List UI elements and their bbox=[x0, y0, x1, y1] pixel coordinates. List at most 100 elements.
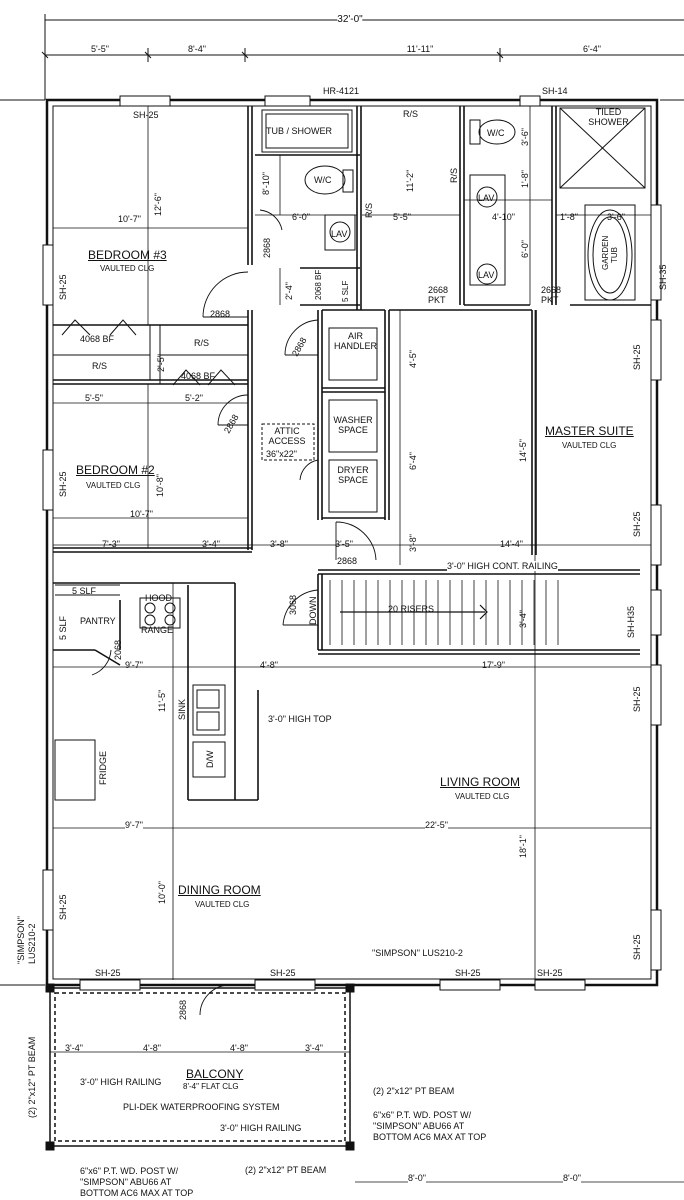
dim-label: 5'-5" bbox=[85, 393, 103, 403]
door-tag: R/S bbox=[92, 361, 108, 371]
fixture-label: WASHER SPACE bbox=[333, 415, 373, 435]
fixture-label: GARDEN TUB bbox=[601, 235, 619, 270]
fixture-label: PANTRY bbox=[80, 616, 116, 626]
fixture-label: FRIDGE bbox=[98, 750, 108, 785]
room-name-bedroom2: BEDROOM #2 bbox=[76, 463, 155, 477]
dim-label: 4'-8" bbox=[230, 1043, 248, 1053]
note: 3'-0" HIGH RAILING bbox=[220, 1123, 302, 1133]
window-label: SH-25 bbox=[632, 344, 642, 370]
dim-label: 1'-8" bbox=[560, 212, 578, 222]
dim-label: 3'-6" bbox=[520, 128, 530, 146]
door-tag: 2868 bbox=[262, 237, 272, 258]
top-dim-2: 8'-4" bbox=[188, 44, 206, 54]
window-label: SH-25 bbox=[270, 968, 296, 978]
dim-label: 6'-4" bbox=[408, 452, 418, 470]
dim-label: 8'-0" bbox=[563, 1173, 581, 1183]
note: (2) 2"x12" PT BEAM bbox=[27, 1036, 37, 1118]
dim-label: 4'-5" bbox=[408, 350, 418, 368]
room-dim: 10'-7" bbox=[130, 509, 153, 519]
door-tag: 3068 bbox=[288, 594, 298, 615]
window-label: SH-25 bbox=[58, 274, 68, 300]
room-dim: 18'-1" bbox=[518, 835, 528, 858]
door-tag: 4068 BF bbox=[80, 334, 115, 344]
note: 6"x6" P.T. WD. POST W/ bbox=[373, 1110, 472, 1120]
dim-label: 3'-4" bbox=[65, 1043, 83, 1053]
note: "SIMPSON" LUS210-2 bbox=[372, 948, 463, 958]
room-sub: VAULTED CLG bbox=[100, 264, 155, 273]
room-sub: VAULTED CLG bbox=[86, 481, 141, 490]
door-tag: 4068 BF bbox=[181, 371, 216, 381]
top-dim-4: 6'-4" bbox=[583, 44, 601, 54]
window-label: SH-H35 bbox=[626, 605, 636, 638]
note: "SIMPSON" bbox=[16, 916, 26, 964]
fixture-label: TILED SHOWER bbox=[588, 107, 629, 127]
fixture-label: DOWN bbox=[308, 596, 318, 626]
fixture-label: 3'-0" HIGH TOP bbox=[268, 714, 332, 724]
room-sub: VAULTED CLG bbox=[455, 792, 510, 801]
fixture-label: 20 RISERS bbox=[388, 604, 435, 614]
door-tag: 2868 bbox=[210, 309, 231, 319]
dim-label: 4'-10" bbox=[492, 212, 515, 222]
window-label: SH-25 bbox=[95, 968, 121, 978]
room-sub: VAULTED CLG bbox=[195, 900, 250, 909]
dim-label: 8'-0" bbox=[408, 1173, 426, 1183]
dim-label: 3'-4" bbox=[518, 610, 528, 628]
door-tag: R/S bbox=[403, 109, 419, 119]
door-tag: R/S bbox=[194, 338, 210, 348]
dim-label: 2'-4" bbox=[284, 282, 294, 300]
room-dim: 10'-8" bbox=[155, 474, 165, 497]
fixture-label: LAV bbox=[331, 229, 348, 239]
dim-label: 3'-4" bbox=[202, 539, 220, 549]
room-name-living: LIVING ROOM bbox=[440, 775, 521, 789]
door-tag: 5 SLF bbox=[341, 280, 350, 302]
dim-label: 9'-7" bbox=[125, 660, 143, 670]
door-tag: 2868 bbox=[337, 556, 358, 566]
window-label: SH-25 bbox=[58, 894, 68, 920]
fixture-label: SINK bbox=[177, 698, 187, 720]
dim-label: 8'-10" bbox=[261, 172, 271, 195]
window-label: SH-25 bbox=[133, 110, 159, 120]
fixture-label: 3'-0" HIGH CONT. RAILING bbox=[447, 561, 558, 571]
note: BOTTOM AC6 MAX AT TOP bbox=[373, 1132, 487, 1142]
room-dim: 12'-6" bbox=[153, 193, 163, 216]
room-name-dining: DINING ROOM bbox=[178, 883, 261, 897]
dim-label: 7'-3" bbox=[102, 539, 120, 549]
door-tag: 5 SLF bbox=[58, 615, 68, 640]
note: PLI-DEK WATERPROOFING SYSTEM bbox=[123, 1102, 280, 1112]
room-name-balcony: BALCONY bbox=[186, 1067, 244, 1081]
dim-label: 6'-0" bbox=[292, 212, 310, 222]
dim-label: 3'-5" bbox=[335, 539, 353, 549]
room-sub: 8'-4" FLAT CLG bbox=[183, 1082, 239, 1091]
note: (2) 2"x12" PT BEAM bbox=[245, 1165, 327, 1175]
window-label: SH-25 bbox=[632, 934, 642, 960]
door-tag: 2668 PKT bbox=[428, 285, 449, 305]
dim-label: 9'-7" bbox=[125, 820, 143, 830]
door-tag: 2868 bbox=[178, 999, 188, 1020]
room-sub: VAULTED CLG bbox=[562, 441, 617, 450]
fixture-label: AIR HANDLER bbox=[333, 331, 377, 351]
window-label: SH-25 bbox=[58, 471, 68, 497]
room-name-master: MASTER SUITE bbox=[545, 424, 634, 438]
note: (2) 2"x12" PT BEAM bbox=[373, 1086, 455, 1096]
dim-label: 11'-5" bbox=[157, 689, 167, 712]
note: "SIMPSON" ABU66 AT bbox=[80, 1177, 172, 1187]
dim-label: 3'-4" bbox=[305, 1043, 323, 1053]
dim-label: 1'-8" bbox=[520, 170, 530, 188]
fixture-label: HOOD bbox=[145, 593, 172, 603]
window-label: SH-25 bbox=[537, 968, 563, 978]
note: 3'-0" HIGH RAILING bbox=[80, 1077, 162, 1087]
dim-label: 3'-8" bbox=[270, 539, 288, 549]
fixture-label: RANGE bbox=[141, 625, 174, 635]
door-tag: 2068 BF bbox=[314, 269, 323, 300]
fixture-label: LAV bbox=[478, 270, 495, 280]
note: BOTTOM AC6 MAX AT TOP bbox=[80, 1188, 194, 1198]
window-label: SH-25 bbox=[632, 511, 642, 537]
door-tag: 2668 PKT bbox=[541, 285, 562, 305]
dim-label: 5'-5" bbox=[393, 212, 411, 222]
window-label: SH-25 bbox=[455, 968, 481, 978]
top-dim-1: 5'-5" bbox=[91, 44, 109, 54]
dim-label: 3'-8" bbox=[408, 534, 418, 552]
fixture-label: LAV bbox=[478, 193, 495, 203]
